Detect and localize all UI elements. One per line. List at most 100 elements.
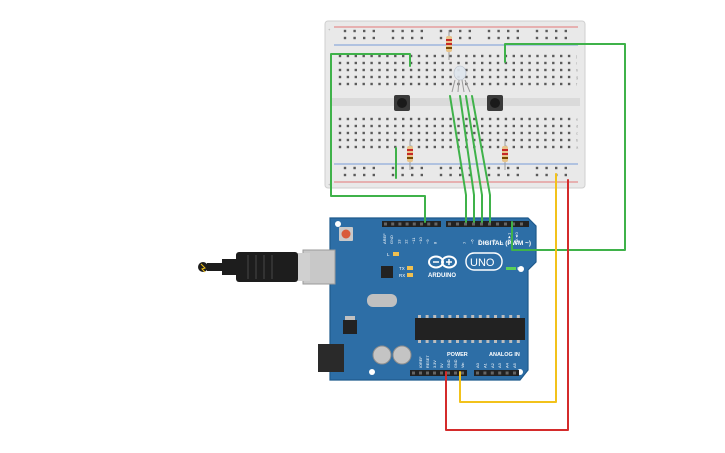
header-pin [483, 371, 487, 375]
breadboard-hole [417, 68, 421, 72]
breadboard-hole [362, 145, 365, 149]
breadboard-hole [346, 117, 350, 121]
breadboard-hole [441, 124, 444, 128]
breadboard-hole [378, 82, 381, 86]
rail-hole [363, 29, 366, 33]
breadboard-hole [473, 138, 476, 142]
pushbutton-left[interactable] [394, 95, 410, 111]
breadboard-hole [481, 124, 484, 128]
pin-label: ~3 [492, 239, 497, 244]
breadboard-hole [567, 82, 571, 86]
breadboard-hole [402, 68, 405, 72]
breadboard-hole [346, 68, 350, 72]
resistor-right[interactable] [502, 140, 508, 170]
rail-hole [459, 36, 462, 40]
reset-button[interactable] [339, 227, 353, 241]
breadboard-hole [504, 68, 508, 72]
breadboard-hole [512, 61, 515, 65]
on-led [506, 267, 516, 270]
pin-label: GND [389, 235, 394, 244]
rail-hole [343, 36, 347, 40]
breadboard-hole [457, 117, 460, 121]
chip-leg [448, 340, 452, 343]
breadboard-hole [567, 54, 571, 58]
breadboard-hole [354, 54, 357, 58]
breadboard-hole [362, 82, 365, 86]
breadboard-hole [338, 131, 342, 135]
pin-label: ~10 [418, 236, 423, 244]
breadboard-hole [457, 138, 460, 142]
breadboard-hole [362, 117, 365, 121]
header-pin [433, 371, 436, 375]
rail-hole [487, 173, 491, 177]
breadboard-hole [370, 82, 373, 86]
breadboard-hole [441, 61, 444, 65]
breadboard-hole [354, 145, 357, 149]
rail-hole [353, 29, 356, 33]
breadboard-hole [457, 54, 460, 58]
row-letter: e [576, 117, 579, 122]
breadboard-hole [488, 68, 492, 72]
rail-hole [372, 36, 375, 40]
breadboard-hole [433, 131, 436, 135]
pushbutton-right[interactable] [487, 95, 503, 111]
rail-hole [420, 29, 423, 33]
breadboard-hole [488, 75, 492, 79]
breadboard-hole [560, 54, 563, 58]
breadboard-hole [567, 124, 571, 128]
breadboard-hole [560, 131, 563, 135]
usb-cable[interactable] [198, 252, 310, 282]
breadboard-hole [536, 54, 539, 58]
breadboard-hole [552, 61, 555, 65]
header-pin [405, 222, 409, 226]
breadboard-hole [370, 61, 373, 65]
breadboard-hole [512, 82, 515, 86]
breadboard-hole [417, 82, 421, 86]
resistor-top[interactable] [446, 30, 452, 60]
breadboard-hole [496, 138, 500, 142]
breadboard-hole [449, 82, 452, 86]
rail-hole [391, 36, 395, 40]
breadboard-hole [520, 54, 523, 58]
breadboard-hole [496, 117, 500, 121]
header-pin [391, 222, 395, 226]
rail-hole [449, 173, 452, 177]
breadboard-hole [386, 54, 389, 58]
digital-label: DIGITAL (PWM ~) [478, 240, 531, 247]
breadboard-hole [520, 61, 523, 65]
breadboard-hole [409, 131, 413, 135]
breadboard-hole [481, 75, 484, 79]
breadboard-hole [473, 68, 476, 72]
row-letter: d [576, 124, 578, 129]
model-badge [465, 252, 503, 271]
breadboard-hole [362, 68, 365, 72]
breadboard-hole [488, 145, 492, 149]
breadboard-hole [370, 54, 373, 58]
breadboard-hole [338, 138, 342, 142]
resistor-left[interactable] [407, 140, 413, 170]
breadboard-hole [512, 68, 515, 72]
rail-hole [363, 36, 366, 40]
breadboard-hole [528, 54, 531, 58]
breadboard-hole [378, 124, 381, 128]
breadboard-hole [441, 82, 444, 86]
rail-hole [343, 166, 347, 170]
breadboard-hole [520, 82, 523, 86]
power-jack [318, 344, 344, 372]
rx-label: RX [399, 273, 405, 278]
breadboard-hole [441, 68, 444, 72]
breadboard-hole [544, 131, 547, 135]
wire-yellow-5v [459, 173, 557, 403]
breadboard-hole [473, 82, 476, 86]
breadboard-hole [433, 117, 436, 121]
breadboard-hole [394, 117, 397, 121]
breadboard-hole [425, 131, 429, 135]
rail-hole [564, 29, 567, 33]
breadboard-hole [394, 145, 397, 149]
rgb-led[interactable] [451, 65, 471, 93]
breadboard-hole [544, 145, 547, 149]
